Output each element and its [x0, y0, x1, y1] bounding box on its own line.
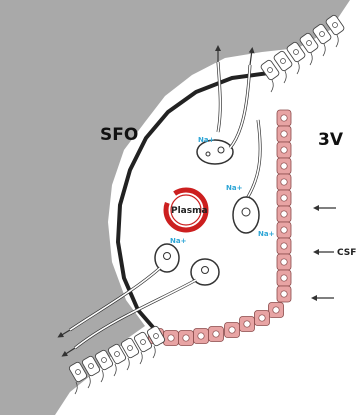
ependymal-cell — [277, 158, 291, 174]
ependymal-cell — [277, 222, 291, 238]
ependymal-cell — [240, 317, 255, 332]
ependymal-cell — [277, 126, 291, 142]
csf-label: CSF — [337, 248, 356, 258]
ependymal-cell — [269, 303, 284, 318]
sodium-label-1: Na+ — [198, 136, 215, 144]
sodium-label-3: Na+ — [170, 237, 187, 245]
ependymal-cell — [277, 254, 291, 270]
sodium-label-4: Na+ — [258, 230, 275, 238]
ependymal-cell — [277, 142, 291, 158]
ependymal-cell — [164, 331, 179, 346]
sfo-label: SFO — [100, 125, 138, 145]
ependymal-cell — [277, 174, 291, 190]
ependymal-cell — [277, 238, 291, 254]
plasma-label: Plasma — [171, 206, 208, 216]
ependymal-cell — [255, 311, 270, 326]
ependymal-cell — [277, 110, 291, 126]
surface-cell — [286, 41, 306, 74]
ependymal-cell — [277, 206, 291, 222]
ependymal-cell — [209, 327, 224, 342]
ependymal-cell — [225, 323, 240, 338]
third-ventricle-label: 3V — [318, 130, 344, 150]
ependymal-cell — [277, 190, 291, 206]
ependymal-cell — [179, 331, 194, 346]
ependymal-cell — [194, 329, 209, 344]
sodium-label-2: Na+ — [226, 184, 243, 192]
ependymal-cell — [277, 286, 291, 302]
ependymal-cell — [277, 270, 291, 286]
